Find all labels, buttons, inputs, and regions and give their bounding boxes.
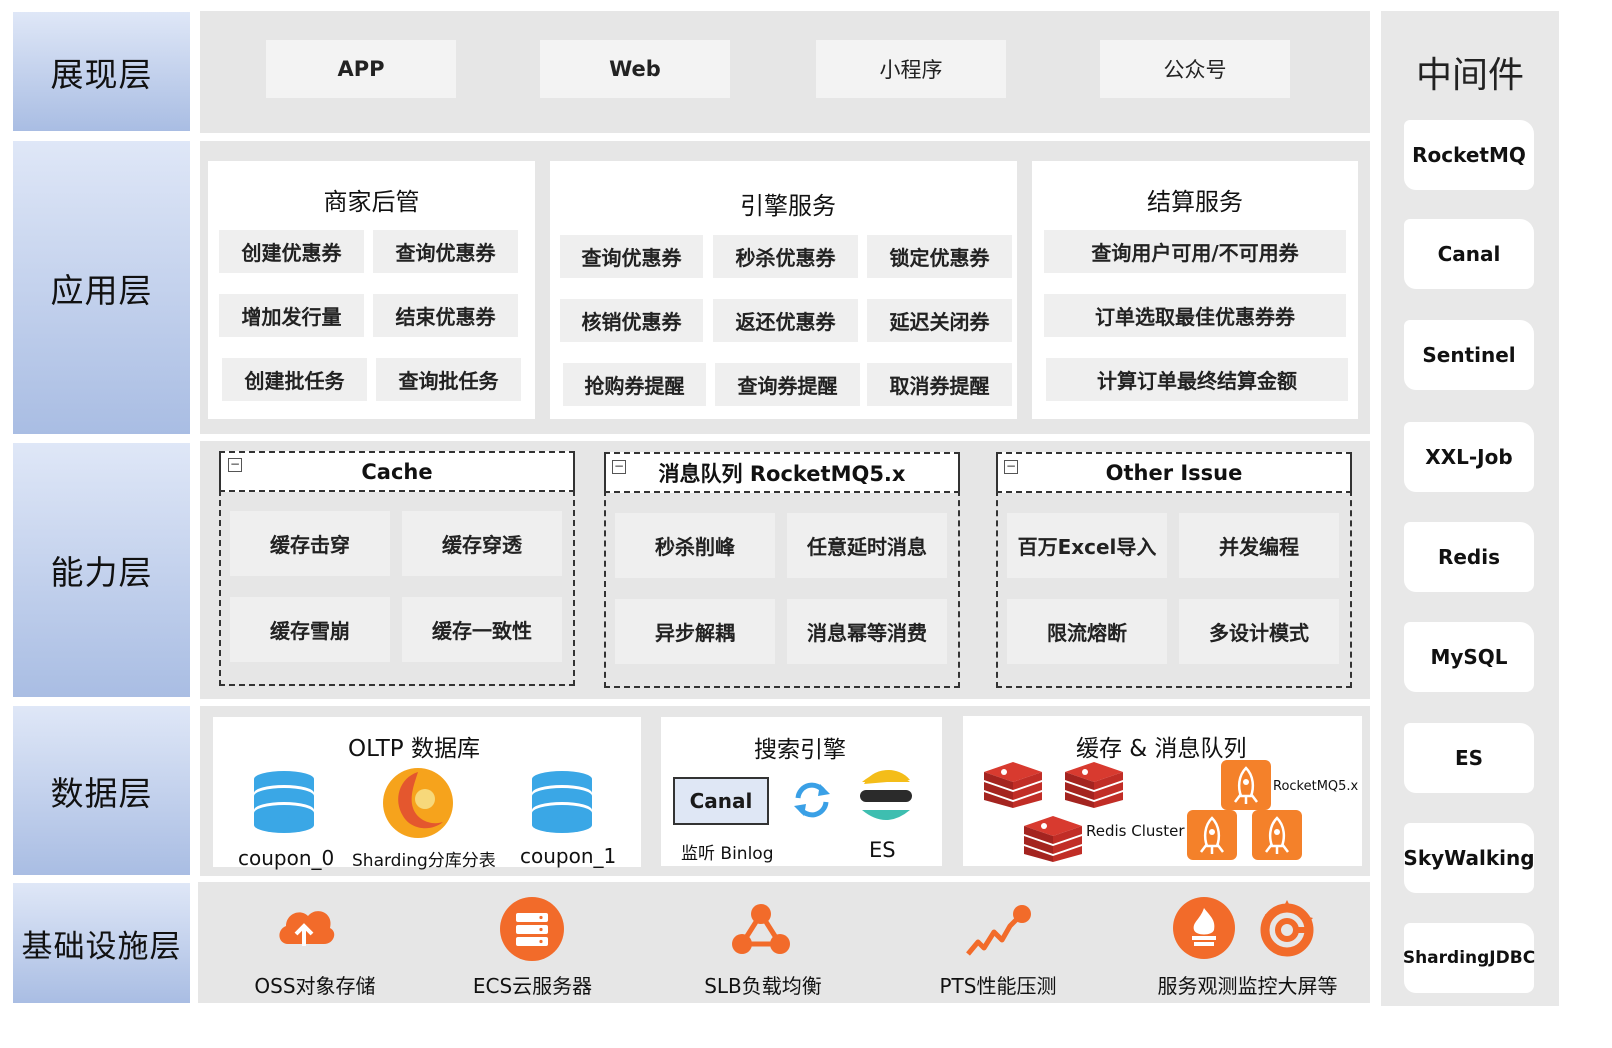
cloud-upload-icon <box>279 911 335 946</box>
middleware-item-skywalking: SkyWalking <box>1403 823 1535 893</box>
sharding-logo-icon <box>383 768 453 838</box>
merchant-item: 创建批任务 <box>222 358 367 401</box>
middleware-item-redis: Redis <box>1404 522 1534 592</box>
trend-line-icon <box>966 905 1031 956</box>
database-icon <box>532 771 592 833</box>
db-coupon-1-label: coupon_1 <box>520 844 617 868</box>
layer-presentation: 展现层 <box>13 12 190 131</box>
infra-pts: PTS性能压测 <box>939 974 1057 998</box>
pres-web: Web <box>540 40 730 98</box>
engine-item: 秒杀优惠券 <box>713 235 858 278</box>
infra-oss: OSS对象存储 <box>254 974 376 998</box>
infra-slb: SLB负载均衡 <box>704 974 822 998</box>
binlog-label: 监听 Binlog <box>681 844 774 864</box>
rocketmq-icon <box>1221 760 1271 810</box>
infra-observability: 服务观测监控大屏等 <box>1157 974 1338 998</box>
other-item: 多设计模式 <box>1179 599 1339 664</box>
load-balancer-icon <box>732 904 790 954</box>
layer-data: 数据层 <box>13 706 190 875</box>
cache-item: 缓存穿透 <box>402 511 562 576</box>
settlement-item: 计算订单最终结算金额 <box>1046 358 1348 401</box>
merchant-item: 查询优惠券 <box>373 230 518 273</box>
sharding-label: Sharding分库分表 <box>352 851 496 871</box>
middleware-item-rocketmq: RocketMQ <box>1404 120 1534 190</box>
mq-title: 消息队列 RocketMQ5.x <box>604 452 960 493</box>
layer-infrastructure: 基础设施层 <box>13 883 190 1003</box>
layer-application: 应用层 <box>13 141 190 434</box>
merchant-title: 商家后管 <box>323 188 420 216</box>
grafana-icon <box>1260 900 1314 957</box>
settlement-title: 结算服务 <box>1147 188 1243 216</box>
pres-miniprogram: 小程序 <box>816 40 1006 98</box>
cache-title: Cache <box>219 451 575 492</box>
redis-icon <box>984 762 1042 808</box>
pres-official-account: 公众号 <box>1100 40 1290 98</box>
other-item: 百万Excel导入 <box>1007 513 1167 578</box>
mq-item: 消息幂等消费 <box>787 599 947 664</box>
middleware-item-shardingjdbc: ShardingJDBC <box>1403 923 1535 993</box>
middleware-item-xxl-job: XXL-Job <box>1404 422 1534 492</box>
settlement-item: 订单选取最佳优惠券券 <box>1044 294 1346 337</box>
oltp-title: OLTP 数据库 <box>348 736 480 762</box>
middleware-item-canal: Canal <box>1404 219 1534 289</box>
elasticsearch-icon <box>860 770 912 820</box>
rocketmq-icon <box>1187 810 1237 860</box>
redis-icon <box>1065 762 1123 808</box>
database-icon <box>254 771 314 833</box>
engine-item: 查询优惠券 <box>560 235 703 278</box>
cache-item: 缓存击穿 <box>230 511 390 576</box>
server-icon <box>500 897 564 961</box>
pres-app: APP <box>266 40 456 98</box>
cache-item: 缓存一致性 <box>402 597 562 662</box>
sync-arrows-icon <box>794 782 830 818</box>
prometheus-icon <box>1173 897 1235 959</box>
other-item: 并发编程 <box>1179 513 1339 578</box>
layer-capability: 能力层 <box>13 443 190 697</box>
collapse-icon[interactable]: − <box>228 457 242 472</box>
cache-mq-title: 缓存 & 消息队列 <box>1076 736 1247 762</box>
middleware-item-es: ES <box>1404 723 1534 793</box>
redis-cluster-label: Redis Cluster <box>1086 822 1185 840</box>
engine-item: 查询券提醒 <box>715 363 860 406</box>
middleware-item-mysql: MySQL <box>1404 622 1534 692</box>
other-title: Other Issue <box>996 452 1352 493</box>
middleware-title: 中间件 <box>1415 55 1524 96</box>
engine-item: 延迟关闭券 <box>867 299 1012 342</box>
rocketmq-icon <box>1252 810 1302 860</box>
infra-ecs: ECS云服务器 <box>472 974 593 998</box>
engine-item: 取消券提醒 <box>867 363 1012 406</box>
mq-item: 任意延时消息 <box>787 513 947 578</box>
settlement-item: 查询用户可用/不可用券 <box>1044 230 1346 273</box>
rocketmq-label: RocketMQ5.x <box>1273 779 1359 794</box>
collapse-icon[interactable]: − <box>612 459 626 474</box>
mq-item: 秒杀削峰 <box>615 513 775 578</box>
db-coupon-0-label: coupon_0 <box>238 846 335 870</box>
other-item: 限流熔断 <box>1007 599 1167 664</box>
canal-box: Canal <box>673 777 769 825</box>
middleware-item-sentinel: Sentinel <box>1404 320 1534 390</box>
engine-item: 锁定优惠券 <box>867 235 1012 278</box>
collapse-icon[interactable]: − <box>1004 459 1018 474</box>
engine-item: 抢购券提醒 <box>563 363 706 406</box>
engine-item: 核销优惠券 <box>560 299 703 342</box>
merchant-item: 查询批任务 <box>376 358 521 401</box>
cache-item: 缓存雪崩 <box>230 597 390 662</box>
es-label: ES <box>869 838 896 862</box>
engine-title: 引擎服务 <box>740 192 836 220</box>
redis-icon <box>1024 816 1082 862</box>
engine-item: 返还优惠券 <box>713 299 858 342</box>
mq-item: 异步解耦 <box>615 599 775 664</box>
search-title: 搜索引擎 <box>754 737 846 763</box>
merchant-item: 增加发行量 <box>219 294 364 337</box>
merchant-item: 创建优惠券 <box>219 230 364 273</box>
merchant-item: 结束优惠券 <box>373 294 518 337</box>
